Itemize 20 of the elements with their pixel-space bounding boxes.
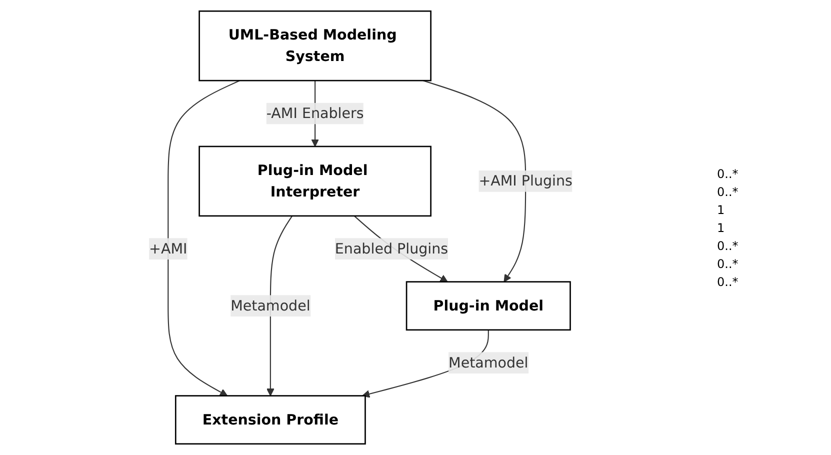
- multiplicity-label: 1: [717, 220, 726, 234]
- arrow: [422, 80, 526, 282]
- node-box: Extension Profile: [174, 395, 366, 445]
- node-box: Plug-in Model Interpreter: [198, 146, 432, 217]
- multiplicity-label: 0..*: [717, 184, 740, 198]
- multiplicity-label: 0..*: [717, 238, 740, 252]
- arrow: [266, 216, 292, 396]
- edge-label: +AMI Plugins: [478, 172, 572, 190]
- edge-label: Metamodel: [230, 296, 310, 314]
- multiplicity-label: 0..*: [717, 274, 740, 288]
- edge-label: +AMI: [148, 240, 187, 257]
- multiplicity-label: 1: [717, 202, 726, 216]
- edge-label: Metamodel: [448, 354, 528, 371]
- edge-label: -AMI Enablers: [266, 104, 364, 122]
- node-box: Plug-in Model: [406, 281, 571, 331]
- multiplicity-label: 0..*: [717, 166, 740, 180]
- edge-label: Enabled Plugins: [334, 240, 448, 257]
- arrow: [167, 80, 240, 396]
- node-box: UML-Based Modeling System: [198, 10, 432, 82]
- multiplicity-label: 0..*: [717, 256, 740, 270]
